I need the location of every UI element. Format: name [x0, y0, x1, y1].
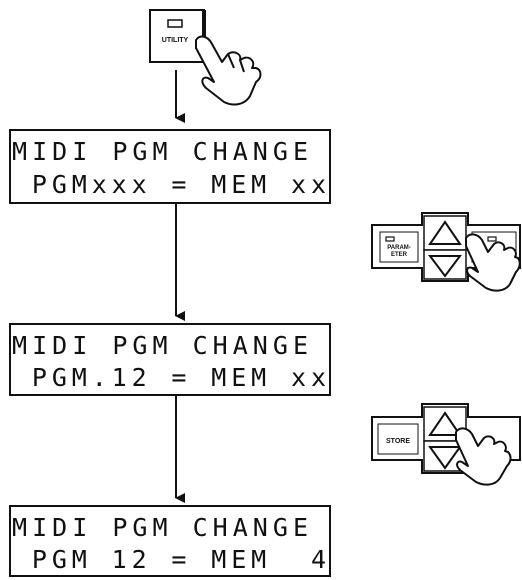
- parameter-led-icon: [385, 236, 395, 242]
- lcd-line-1: MIDI PGM CHANGE: [12, 137, 308, 166]
- parameter-button[interactable]: PARAM- ETER: [379, 231, 419, 263]
- up-arrow-icon: [428, 220, 462, 245]
- utility-button-label: UTILITY: [162, 37, 189, 44]
- parameter-label-line2: ETER: [391, 252, 408, 258]
- hand-pointer-icon: [195, 35, 262, 106]
- lcd-display-1: MIDI PGM CHANGE PGMxxx = MEM xx: [9, 129, 331, 204]
- hand-pointer-icon: [455, 427, 512, 486]
- lcd-display-3: MIDI PGM CHANGE PGM 12 = MEM 4: [9, 505, 331, 577]
- hand-pointer-icon: [465, 233, 521, 292]
- utility-button[interactable]: UTILITY: [149, 9, 206, 63]
- decrement-button[interactable]: [423, 249, 467, 280]
- increment-button[interactable]: [423, 215, 467, 251]
- store-button[interactable]: STORE: [377, 423, 419, 455]
- up-arrow-icon: [428, 411, 462, 436]
- down-arrow-icon: [428, 446, 462, 470]
- lcd-line-1: MIDI PGM CHANGE: [12, 513, 308, 542]
- lcd-line-1: MIDI PGM CHANGE: [12, 331, 308, 360]
- down-arrow-icon: [428, 255, 462, 278]
- right-led-icon: [487, 236, 497, 242]
- lcd-display-2: MIDI PGM CHANGE PGM.12 = MEM xx: [9, 323, 331, 396]
- utility-led-icon: [167, 19, 183, 28]
- store-button-label: STORE: [386, 438, 410, 445]
- parameter-label-line1: PARAM-: [387, 245, 411, 251]
